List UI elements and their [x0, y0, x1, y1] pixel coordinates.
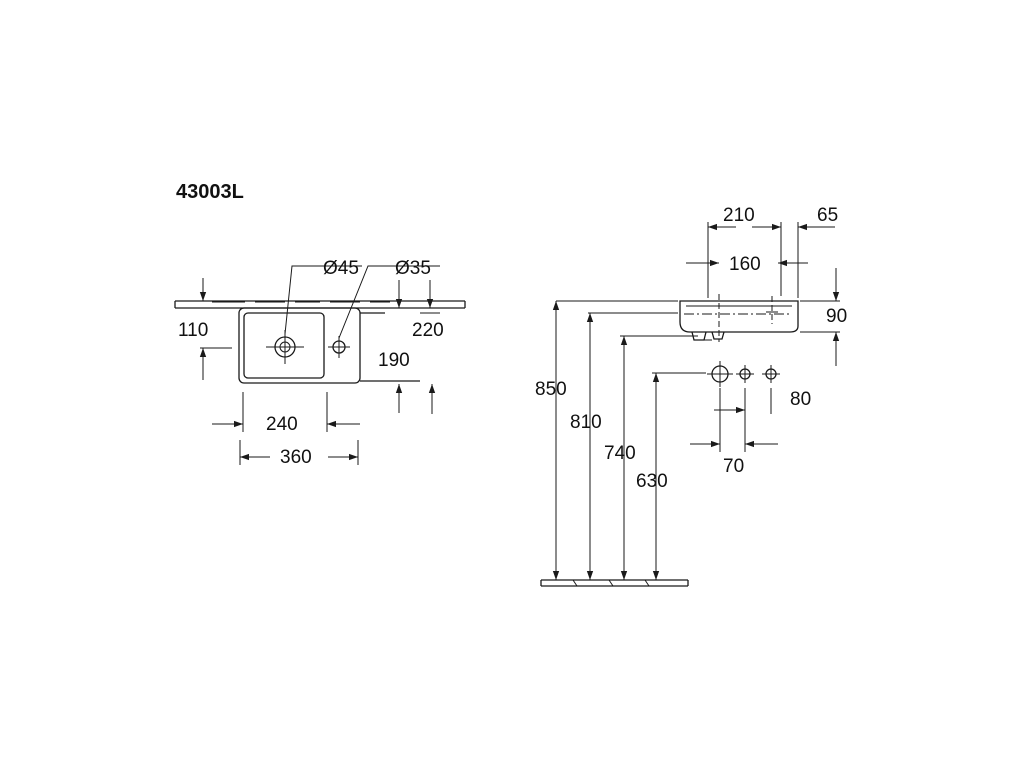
dim-740: 740 — [604, 336, 636, 580]
tap-hole — [328, 336, 350, 358]
svg-text:110: 110 — [178, 320, 208, 341]
bowl-outline — [243, 312, 325, 379]
drain-hole — [266, 330, 304, 364]
dim-360: 360 — [239, 440, 359, 468]
model-number: 43003L — [176, 181, 244, 203]
water-connection-2 — [762, 365, 780, 383]
dim-210: 210 — [707, 205, 782, 298]
svg-text:90: 90 — [826, 306, 847, 327]
svg-text:850: 850 — [535, 379, 567, 400]
dim-190: 190 — [378, 280, 410, 413]
dim-240: 240 — [212, 392, 360, 435]
svg-text:210: 210 — [723, 205, 755, 226]
svg-text:220: 220 — [412, 320, 444, 341]
countertop-strip — [174, 300, 466, 309]
svg-text:360: 360 — [280, 447, 312, 468]
plan-view: Ø45 Ø35 110 220 190 240 — [174, 258, 466, 468]
label-diameter-45: Ø45 — [323, 258, 359, 279]
svg-text:70: 70 — [723, 456, 744, 477]
label-diameter-35: Ø35 — [395, 258, 431, 279]
waste-connection — [707, 361, 733, 387]
dim-65: 65 — [797, 205, 838, 298]
dim-110: 110 — [178, 278, 232, 380]
dim-80: 80 — [714, 388, 811, 452]
basin-profile — [679, 294, 799, 342]
svg-text:240: 240 — [266, 414, 298, 435]
floor-strip — [540, 579, 689, 587]
svg-text:160: 160 — [729, 254, 761, 275]
svg-text:190: 190 — [378, 350, 410, 371]
leader-diameter-45 — [284, 265, 362, 335]
dim-630: 630 — [636, 373, 668, 580]
dim-70: 70 — [690, 388, 778, 477]
dim-810: 810 — [570, 313, 602, 580]
svg-text:740: 740 — [604, 443, 636, 464]
svg-text:80: 80 — [790, 389, 811, 410]
leader-diameter-35 — [338, 265, 440, 339]
water-connection-1 — [736, 365, 754, 383]
basin-outline — [238, 307, 361, 384]
svg-text:810: 810 — [570, 412, 602, 433]
svg-text:630: 630 — [636, 471, 668, 492]
dim-850: 850 — [535, 301, 567, 580]
svg-text:65: 65 — [817, 205, 838, 226]
dim-160: 160 — [686, 254, 808, 275]
dim-220: 220 — [412, 280, 444, 414]
dim-90: 90 — [800, 268, 847, 366]
side-view: 210 65 160 90 — [535, 205, 847, 587]
